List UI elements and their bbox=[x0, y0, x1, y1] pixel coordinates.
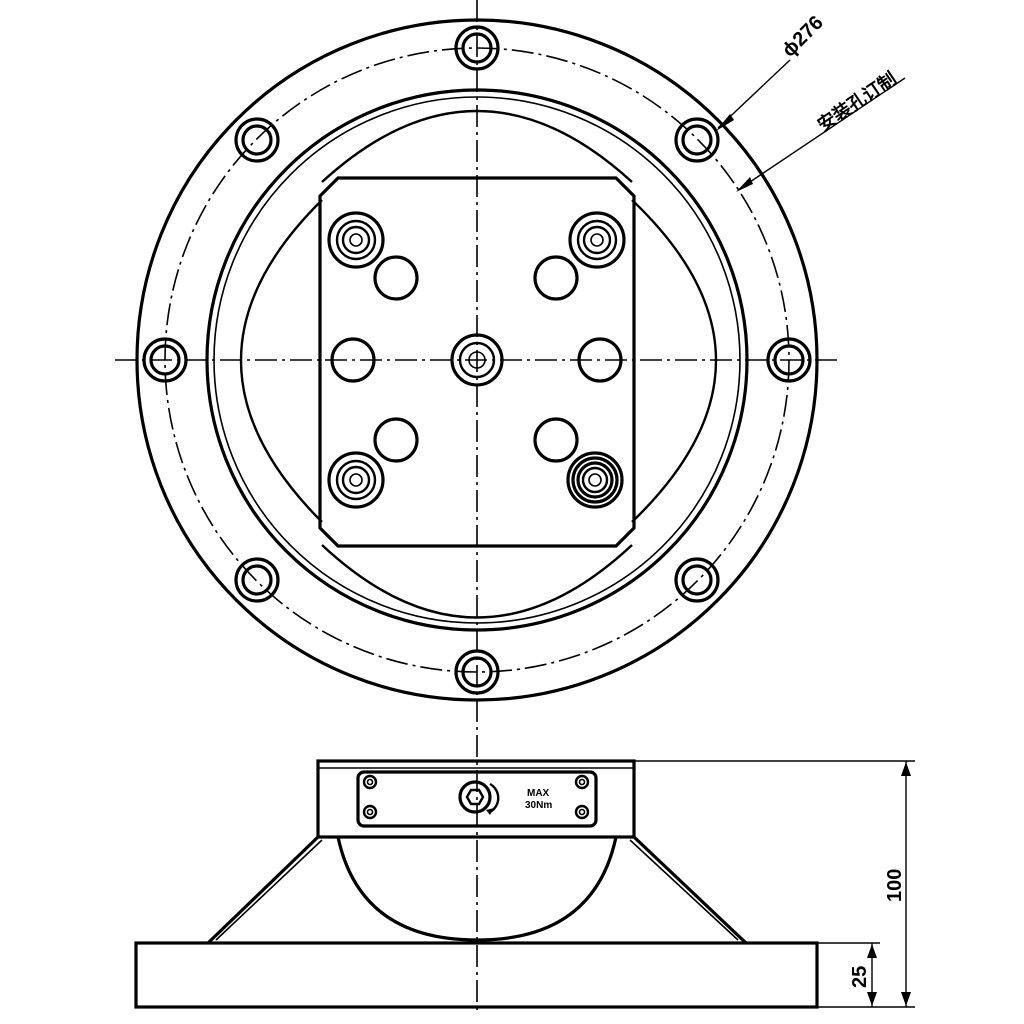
flange-bolt bbox=[766, 337, 812, 383]
flange-bolt bbox=[454, 649, 500, 695]
cone-inner-right bbox=[629, 839, 739, 941]
plate-hole bbox=[533, 255, 579, 301]
dimension-100: 100 bbox=[634, 760, 915, 1008]
flange-bolt bbox=[674, 117, 720, 163]
flange-bolt bbox=[454, 25, 500, 71]
top-block bbox=[316, 759, 636, 839]
dome bbox=[336, 836, 618, 942]
plate-hole bbox=[577, 337, 623, 383]
plate-hole bbox=[373, 417, 419, 463]
top-view: ϕ276 安装孔订制 bbox=[115, 0, 906, 1010]
base-plate bbox=[134, 941, 819, 1009]
center-bore-inner bbox=[468, 351, 486, 369]
cone-inner-left bbox=[215, 839, 323, 941]
hex-socket-icon bbox=[458, 780, 500, 815]
plate-hole bbox=[330, 337, 376, 383]
flange-bolt bbox=[142, 337, 188, 383]
body-circle-inner bbox=[213, 96, 741, 624]
hole-note-label: 安装孔订制 bbox=[813, 68, 899, 136]
plate-bolt bbox=[566, 451, 624, 509]
dimension-100-label: 100 bbox=[884, 869, 906, 902]
flange-bolt bbox=[674, 557, 720, 603]
diameter-label: ϕ276 bbox=[778, 12, 828, 62]
dimension-25-label: 25 bbox=[849, 966, 871, 988]
center-bore bbox=[450, 333, 504, 387]
center-bore-outer bbox=[450, 333, 504, 387]
dome-lens-vertical bbox=[321, 109, 633, 619]
flange-bolt bbox=[234, 117, 280, 163]
side-view: MAX 30Nm 100 25 bbox=[134, 759, 915, 1009]
label-plate bbox=[356, 770, 598, 828]
plate-bolt bbox=[568, 211, 626, 269]
torque-value-label: 30Nm bbox=[525, 800, 552, 811]
cone-body bbox=[206, 835, 748, 945]
dome-lens-horizontal bbox=[239, 199, 718, 523]
flange-outer-circle bbox=[135, 18, 819, 702]
flange-bolt bbox=[234, 557, 280, 603]
plate-holes bbox=[330, 255, 623, 463]
adapter-plate bbox=[318, 176, 636, 548]
bolt-circle bbox=[164, 47, 790, 673]
plate-hole bbox=[373, 255, 419, 301]
diameter-leader: ϕ276 bbox=[716, 12, 828, 131]
plate-bolt bbox=[327, 211, 385, 269]
dimension-25: 25 bbox=[817, 942, 880, 1007]
body-circle-outer bbox=[205, 88, 749, 632]
plate-bolt bbox=[327, 451, 385, 509]
center-bore-mid bbox=[458, 341, 496, 379]
label-plate-screws bbox=[362, 774, 590, 820]
torque-max-label: MAX bbox=[527, 788, 550, 799]
plate-hole bbox=[533, 417, 579, 463]
